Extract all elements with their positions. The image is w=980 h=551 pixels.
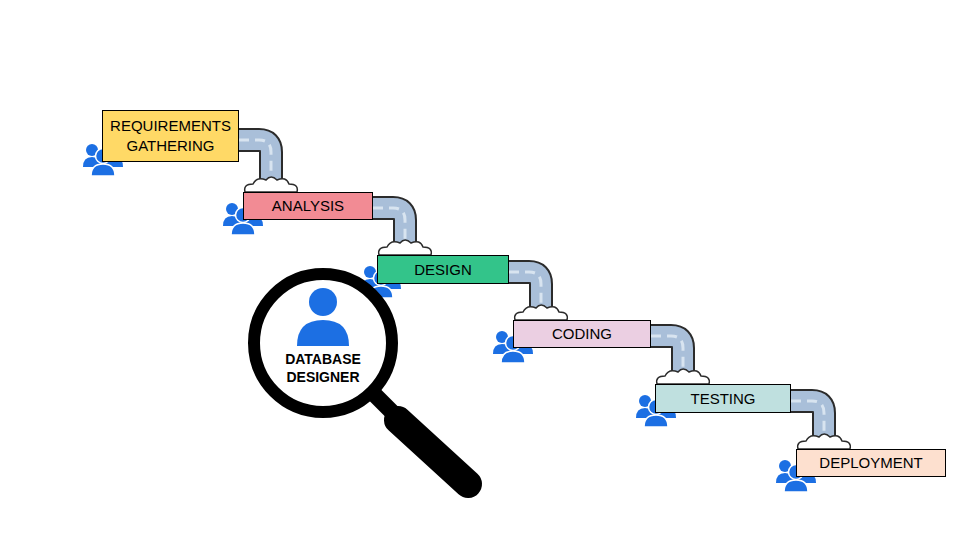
waterfall-pipe	[239, 140, 297, 192]
waterfall-pipe	[651, 336, 709, 384]
water-splash	[245, 177, 298, 192]
magnifier-lens: DATABASE DESIGNER	[248, 268, 398, 418]
person-head	[309, 288, 337, 316]
waterfall-pipe	[373, 208, 431, 255]
phase-box: DESIGN	[377, 255, 509, 284]
phase-box: DEPLOYMENT	[796, 449, 946, 477]
phase-label: DEPLOYMENT	[819, 453, 922, 473]
waterfall-pipe	[791, 401, 850, 449]
phase-box: TESTING	[655, 384, 791, 413]
phase-box: CODING	[513, 320, 651, 348]
person-body	[297, 320, 349, 346]
phase-box: REQUIREMENTS GATHERING	[102, 110, 239, 162]
role-label: DATABASE DESIGNER	[268, 350, 378, 386]
phase-label: ANALYSIS	[272, 196, 344, 216]
water-splash	[515, 305, 568, 320]
phase-label: CODING	[552, 324, 612, 344]
phase-label: REQUIREMENTS GATHERING	[109, 116, 232, 156]
water-splash	[657, 369, 710, 384]
water-splash	[379, 240, 432, 255]
magnifier-handle	[398, 420, 468, 484]
phase-label: TESTING	[690, 389, 755, 409]
phase-label: DESIGN	[414, 260, 472, 280]
waterfall-pipe	[509, 272, 567, 320]
phase-box: ANALYSIS	[243, 192, 373, 220]
lens-ring	[254, 274, 392, 412]
lens-outline	[248, 268, 398, 418]
water-splash	[798, 434, 851, 449]
